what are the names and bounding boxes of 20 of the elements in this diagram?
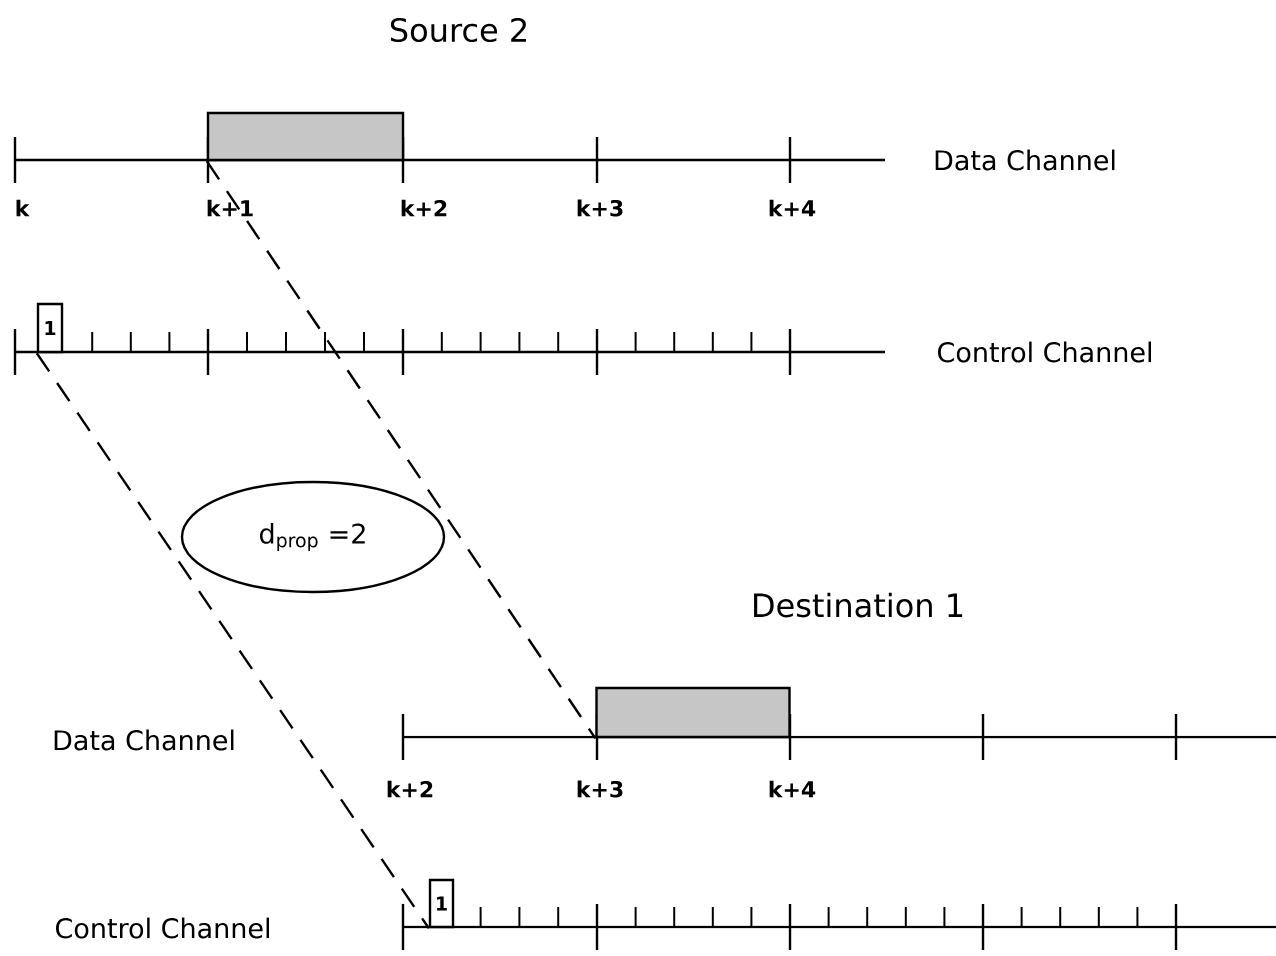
dashed-line: [35, 352, 430, 929]
tick-label: k+4: [769, 199, 816, 217]
tick-label: k+2: [401, 199, 447, 217]
slot-box: 1: [36, 302, 64, 354]
channel-label: Data Channel: [54, 729, 234, 751]
channel-label: Data Channel: [935, 149, 1115, 171]
tick-label: k+4: [769, 780, 816, 798]
heading: Destination 1: [754, 592, 963, 618]
packet-box: [206, 111, 405, 162]
slot-box: 1: [428, 878, 455, 929]
packet-box: [595, 686, 791, 739]
tick-label: k+1: [207, 199, 253, 217]
tick-label: k: [16, 199, 30, 217]
tick-label: k+2: [387, 780, 433, 798]
tick-label: k+3: [577, 199, 623, 217]
channel-label: Control Channel: [56, 917, 269, 939]
dashed-line: [205, 160, 597, 739]
channel-label: Control Channel: [938, 341, 1151, 363]
heading: Source 2: [390, 17, 526, 43]
tick-label: k+3: [577, 780, 623, 798]
